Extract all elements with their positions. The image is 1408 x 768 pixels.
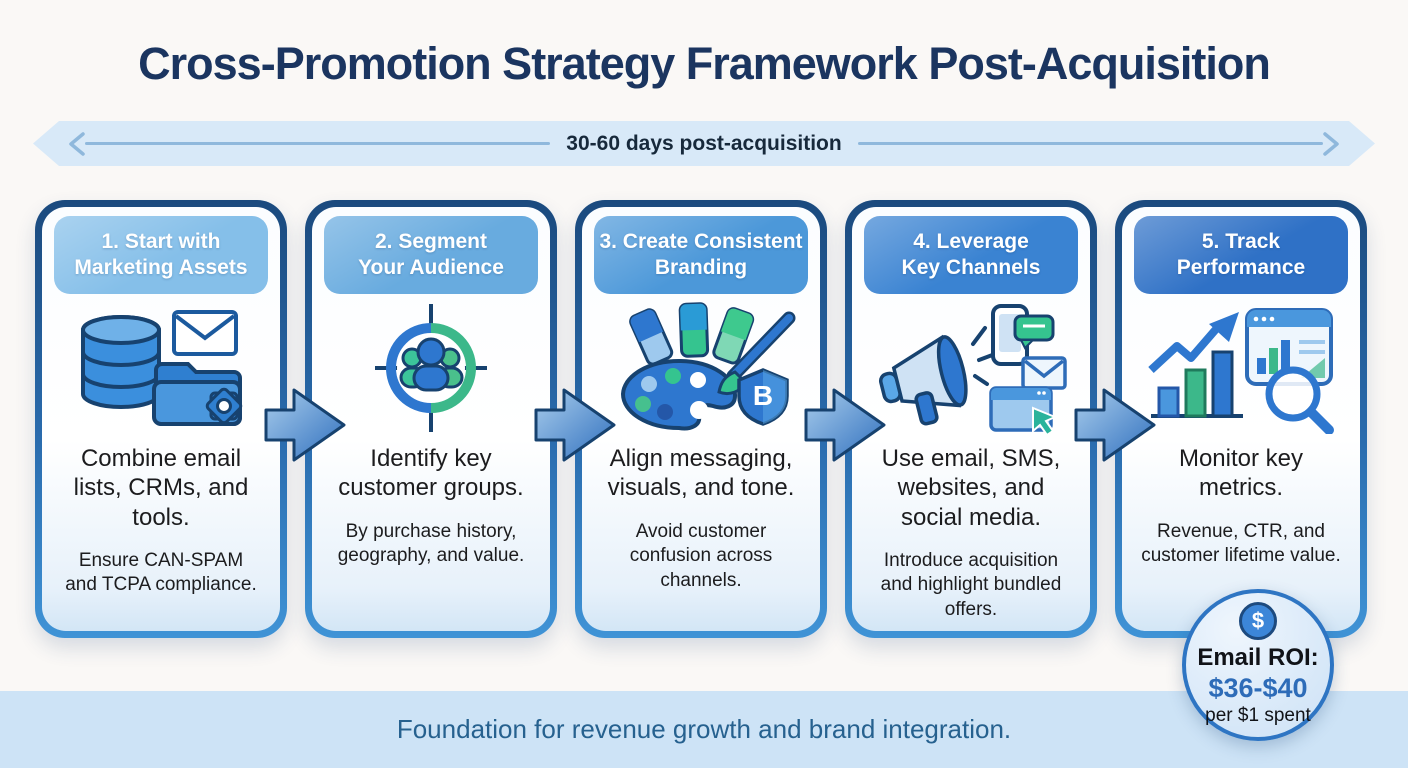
target-people-icon — [375, 304, 487, 432]
step-3-main-text: Align messaging, visuals, and tone. — [607, 445, 795, 502]
step-card-4-body: 4. Leverage Key Channels — [852, 207, 1090, 631]
page-title: Cross-Promotion Strategy Framework Post-… — [138, 38, 1271, 89]
roi-label: Email ROI: — [1197, 644, 1319, 671]
step-card-3: 3. Create Consistent Branding — [575, 200, 827, 638]
step-4-main-text: Use email, SMS, websites, and social med… — [881, 445, 1061, 531]
timeline-line-left — [85, 142, 550, 145]
step-card-2: 2. Segment Your Audience — [305, 200, 557, 638]
step-3-header: 3. Create Consistent Branding — [594, 216, 808, 294]
arrow-right-icon-4 — [1074, 388, 1156, 462]
step-1-main-text: Combine email lists, CRMs, and tools. — [73, 445, 249, 531]
megaphone-icon — [878, 334, 968, 426]
performance-icon — [1130, 298, 1352, 438]
svg-text:B: B — [753, 380, 773, 411]
step-5-sub-text: Revenue, CTR, and customer lifetime valu… — [1141, 520, 1341, 567]
growth-chart-icon — [1148, 312, 1243, 418]
step-card-4: 4. Leverage Key Channels — [845, 200, 1097, 638]
branding-icon: B — [590, 298, 812, 438]
shield-b-icon: B — [737, 368, 789, 426]
database-folder-email-icon — [81, 310, 243, 426]
step-card-2-body: 2. Segment Your Audience — [312, 207, 550, 631]
step-3-sub-text: Avoid customer confusion across channels… — [629, 520, 773, 591]
step-card-1-body: 1. Start with Marketing Assets — [42, 207, 280, 631]
phone-chat-icon — [991, 304, 1055, 366]
roi-unit: per $1 spent — [1205, 705, 1311, 726]
step-2-main-text: Identify key customer groups. — [338, 445, 524, 502]
timeline-line-right — [858, 142, 1323, 145]
step-5-header: 5. Track Performance — [1134, 216, 1348, 294]
timeline-label: 30-60 days post-acquisition — [566, 131, 842, 155]
timeline-left-arrowhead-icon — [67, 131, 85, 157]
step-card-5-body: 5. Track Performance — [1122, 207, 1360, 631]
gear-icon — [205, 387, 243, 425]
step-1-sub-text: Ensure CAN-SPAM and TCPA compliance. — [65, 549, 257, 596]
channels-icon — [860, 298, 1082, 438]
footer-text: Foundation for revenue growth and brand … — [396, 714, 1012, 744]
timeline-right-arrowhead-icon — [1323, 131, 1341, 157]
step-card-5: 5. Track Performance — [1115, 200, 1367, 638]
step-5-main-text: Monitor key metrics. — [1178, 445, 1304, 502]
chart-magnifier-icon — [1148, 308, 1334, 434]
megaphone-channels-icon — [878, 304, 1067, 434]
browser-cursor-icon — [989, 386, 1058, 434]
roi-value: $36-$40 — [1208, 673, 1308, 703]
step-1-header: 1. Start with Marketing Assets — [54, 216, 268, 294]
step-4-sub-text: Introduce acquisition and highlight bund… — [880, 549, 1062, 621]
mail-icon — [1021, 356, 1067, 390]
step-2-header: 2. Segment Your Audience — [324, 216, 538, 294]
arrow-right-icon-2 — [534, 388, 616, 462]
palette-brush-shield-icon: B — [620, 302, 796, 431]
footer-band: Foundation for revenue growth and brand … — [0, 691, 1408, 768]
dollar-coin-icon: $ — [1239, 602, 1277, 640]
arrow-right-icon-1 — [264, 388, 346, 462]
step-2-sub-text: By purchase history, geography, and valu… — [337, 520, 525, 567]
dashboard-magnifier-icon — [1245, 308, 1334, 434]
step-card-3-body: 3. Create Consistent Branding — [582, 207, 820, 631]
audience-target-icon — [320, 298, 542, 438]
email-roi-badge: $ Email ROI: $36-$40 per $1 spent — [1182, 589, 1334, 741]
marketing-assets-icon — [50, 298, 272, 438]
timeline-band: 30-60 days post-acquisition — [33, 121, 1375, 166]
arrow-right-icon-3 — [804, 388, 886, 462]
step-4-header: 4. Leverage Key Channels — [864, 216, 1078, 294]
step-card-1: 1. Start with Marketing Assets — [35, 200, 287, 638]
